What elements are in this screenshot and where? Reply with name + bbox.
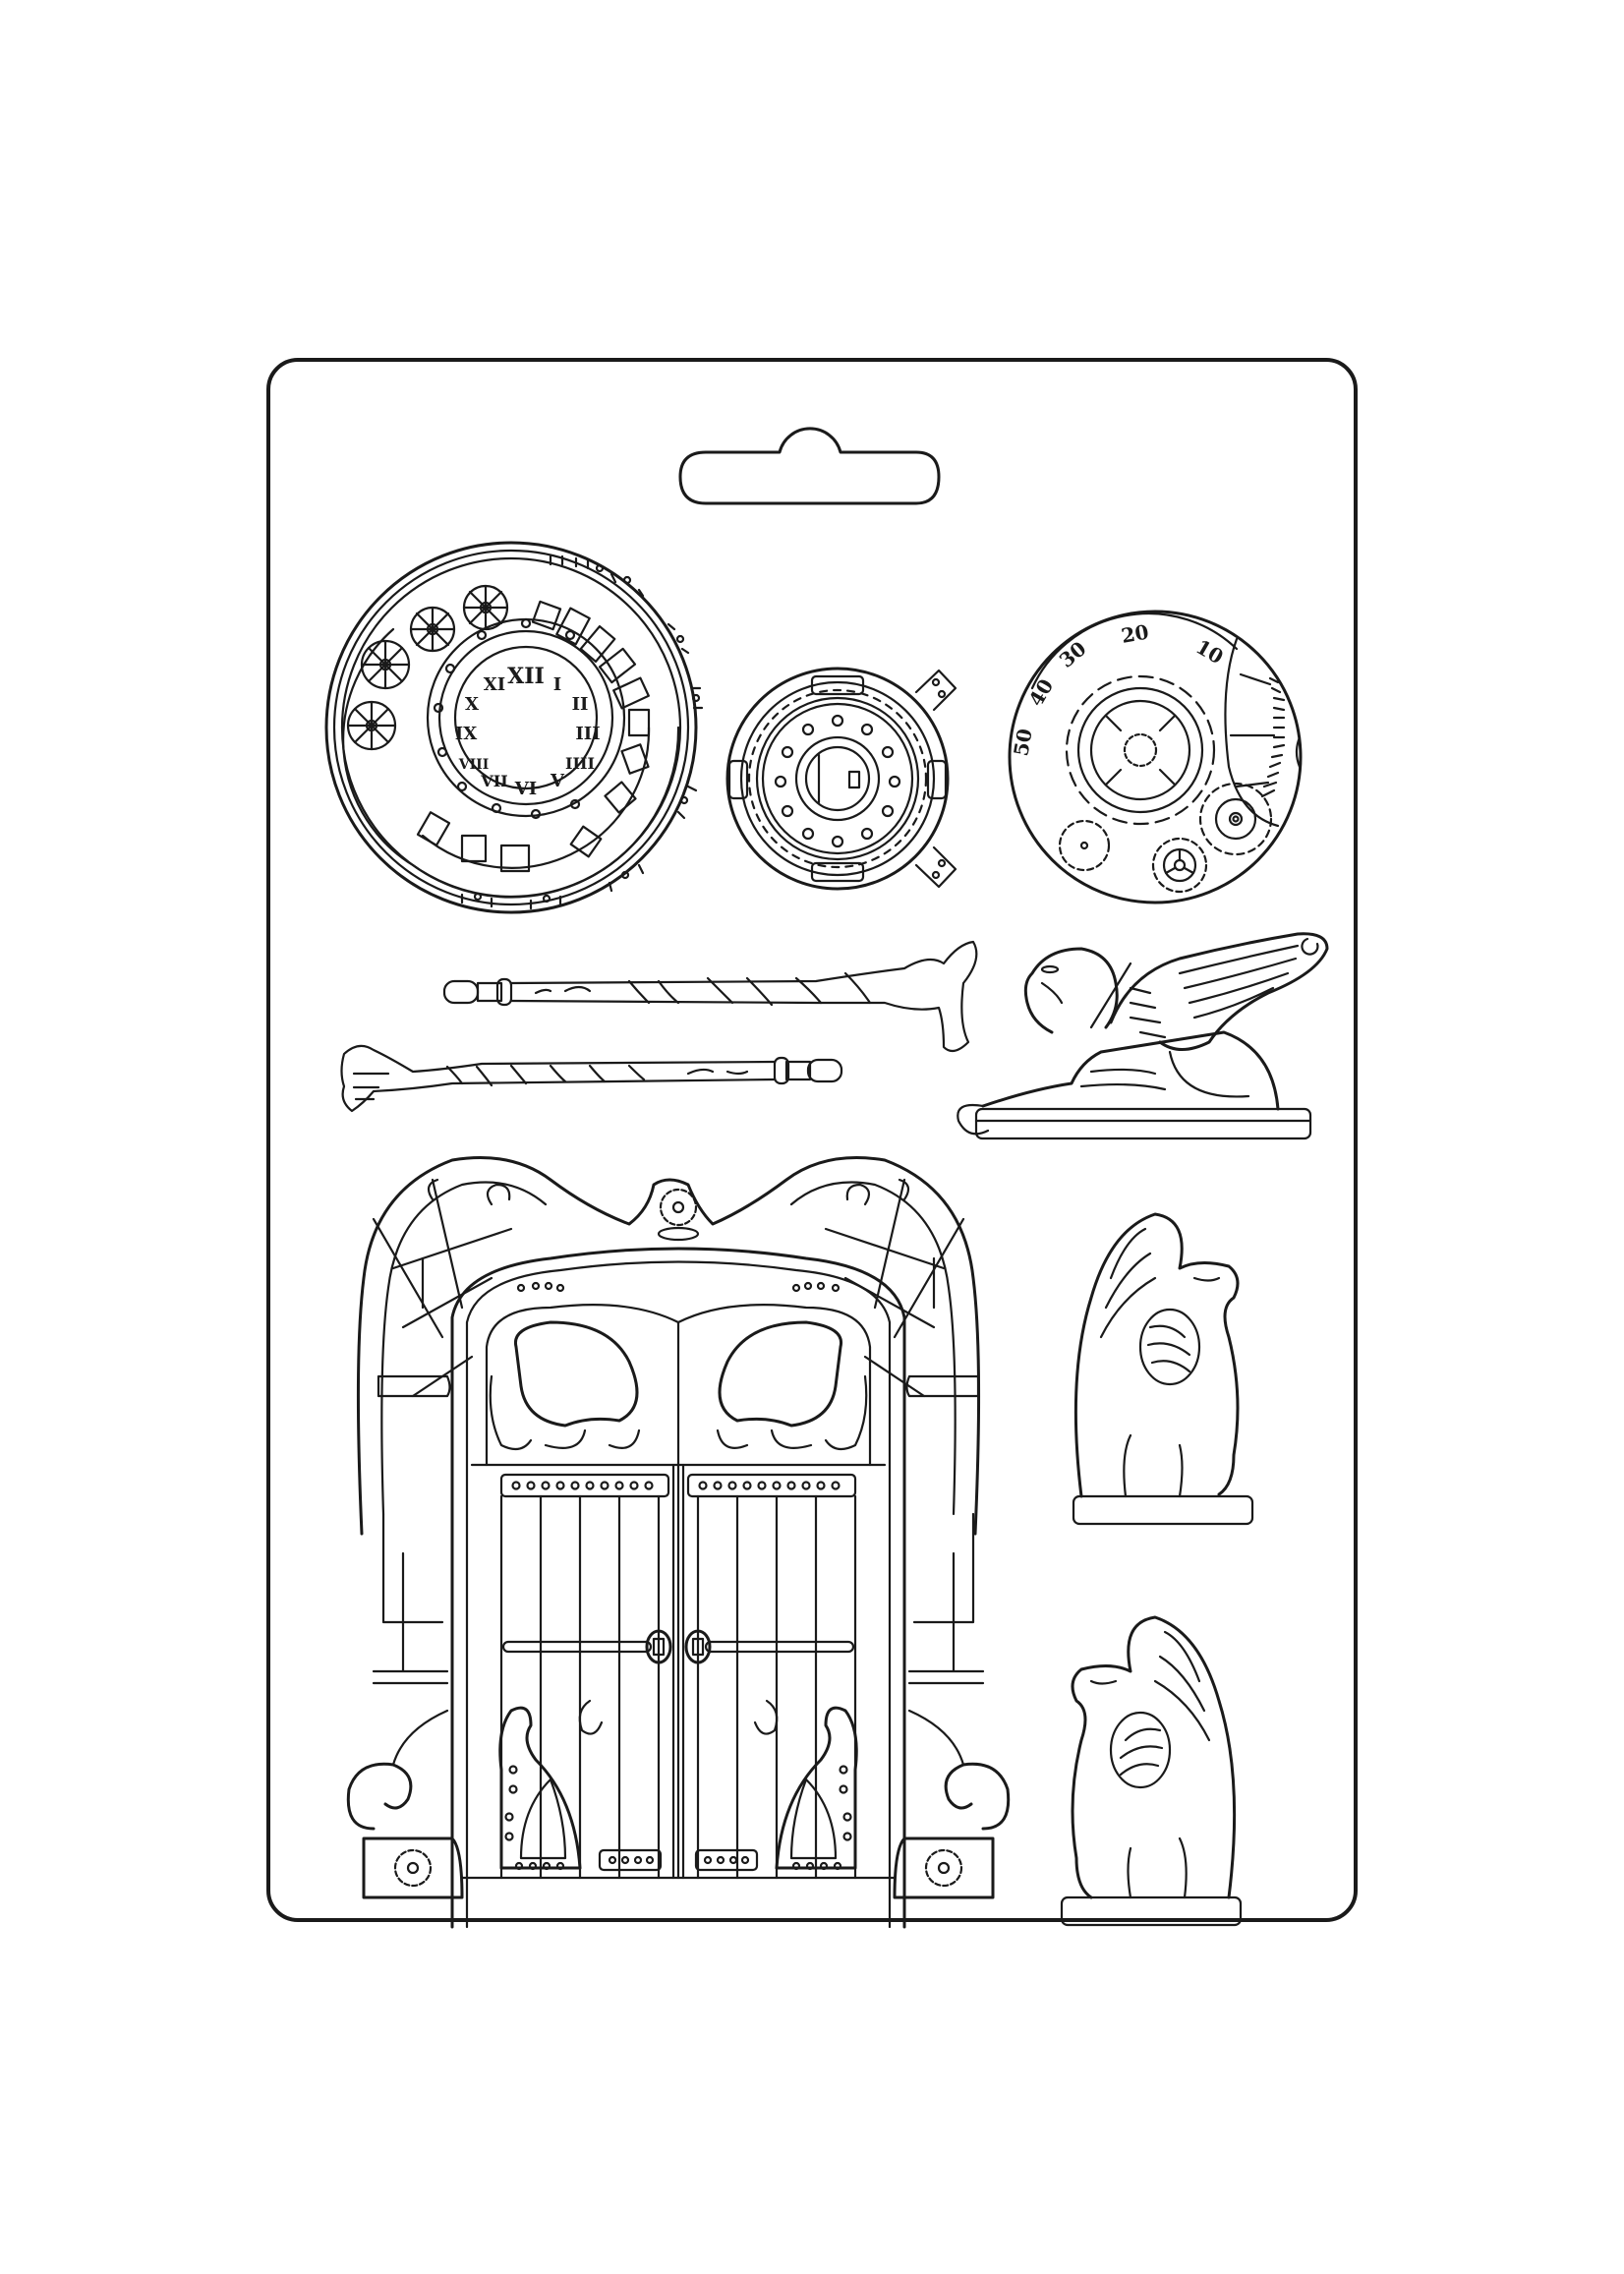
hang-slot-icon xyxy=(678,427,941,505)
svg-text:II: II xyxy=(572,694,589,715)
svg-text:V: V xyxy=(550,771,565,791)
griffin-statue-facing-left xyxy=(1060,1615,1243,1927)
svg-text:VIII: VIII xyxy=(458,757,490,773)
porthole-gear xyxy=(725,667,957,891)
svg-text:50: 50 xyxy=(1009,727,1036,758)
ornate-double-door xyxy=(346,1156,1011,1929)
mould-sheet-outline xyxy=(266,358,1358,1922)
walking-cane-top xyxy=(442,940,978,1053)
svg-text:X: X xyxy=(465,694,479,715)
svg-text:I: I xyxy=(553,674,561,695)
svg-text:III: III xyxy=(575,724,600,744)
svg-text:VII: VII xyxy=(480,772,507,790)
svg-text:20: 20 xyxy=(1120,619,1151,647)
svg-text:IIII: IIII xyxy=(565,754,595,773)
gauge-gears-dial: 50 40 30 20 10 xyxy=(1008,610,1303,904)
svg-text:XI: XI xyxy=(484,674,505,695)
griffin-statue-facing-right xyxy=(1072,1212,1254,1526)
reclining-winged-lion xyxy=(957,932,1329,1140)
svg-text:VI: VI xyxy=(514,779,537,799)
svg-text:XII: XII xyxy=(507,664,545,689)
walking-cane-bottom xyxy=(340,1044,843,1113)
clock-numerals: XII I II III IIII V VI VII VIII IX X XI xyxy=(455,664,601,799)
svg-text:IX: IX xyxy=(455,724,477,744)
spiral-clock-face: XII I II III IIII V VI VII VIII IX X XI xyxy=(324,541,704,914)
